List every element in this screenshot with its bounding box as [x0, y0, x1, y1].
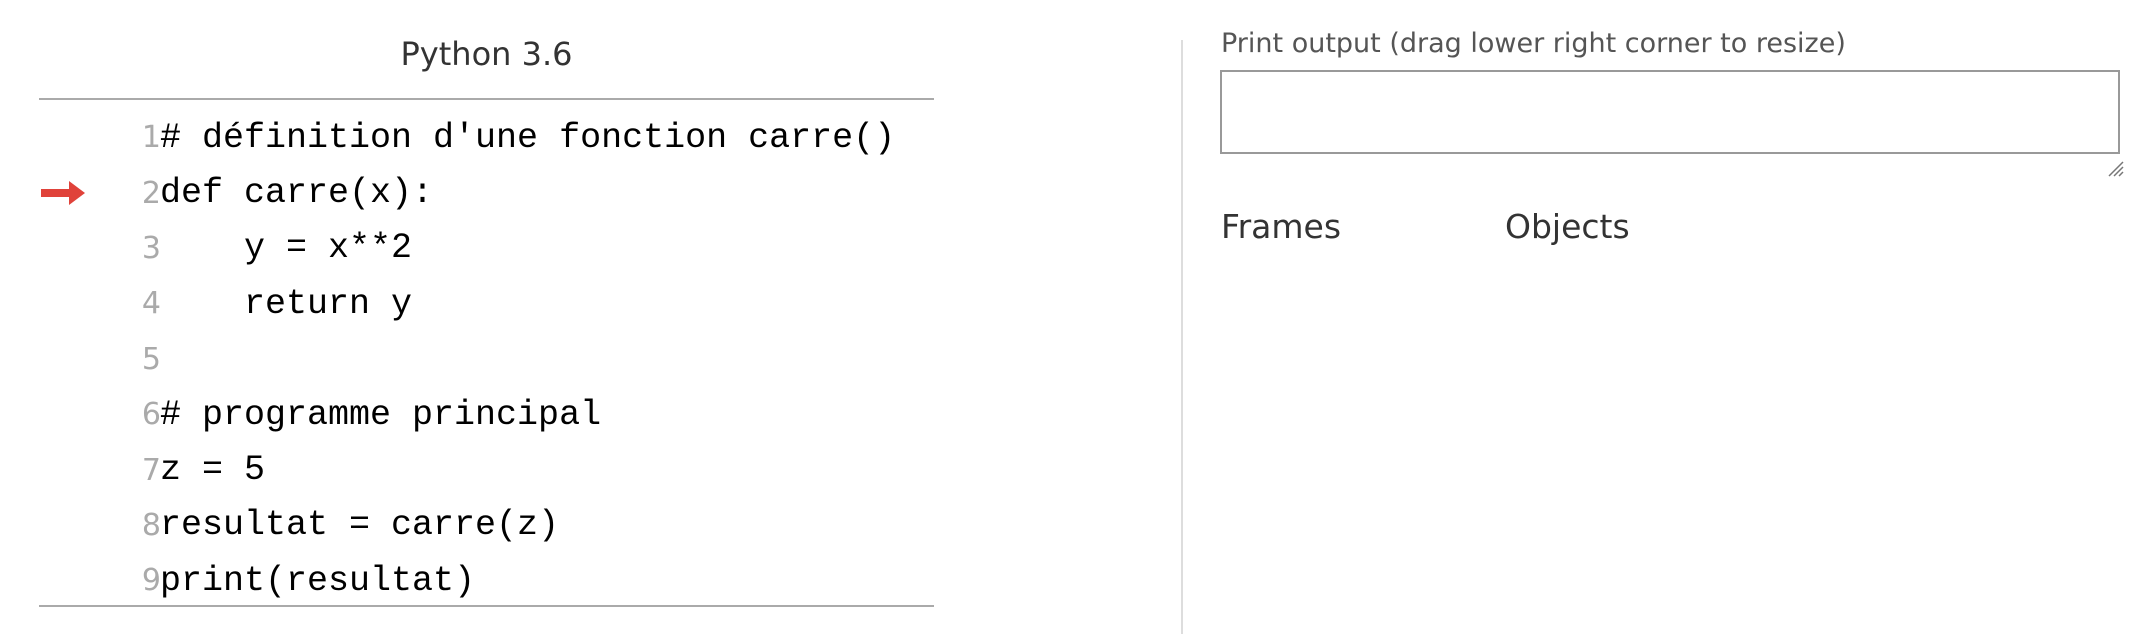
code-line: 5: [39, 332, 934, 387]
output-panel: Print output (drag lower right corner to…: [1220, 0, 2124, 634]
code-line: 6# programme principal: [39, 387, 934, 442]
line-number: 6: [141, 397, 161, 433]
line-number: 9: [141, 563, 161, 599]
code-text: z = 5: [160, 450, 266, 491]
code-bottom-divider: [39, 605, 934, 607]
line-number: 1: [141, 120, 161, 156]
code-text: def carre(x):: [160, 173, 434, 214]
print-output-box[interactable]: [1220, 70, 2120, 154]
line-number: 5: [141, 341, 161, 377]
panel-divider: [1181, 40, 1183, 634]
code-panel: Python 3.6 1# définition d'une fonction …: [39, 0, 934, 634]
code-text: resultat = carre(z): [160, 505, 560, 546]
line-number: 8: [141, 507, 161, 543]
code-line: 3 y = x**2: [39, 221, 934, 276]
code-top-divider: [39, 98, 934, 100]
code-text: print(resultat): [160, 560, 476, 601]
line-number: 2: [141, 175, 161, 211]
line-number: 7: [141, 452, 161, 488]
objects-header: Objects: [1505, 207, 1630, 246]
code-line: 1# définition d'une fonction carre(): [39, 110, 934, 165]
frames-header: Frames: [1221, 207, 1342, 246]
line-number: 4: [141, 286, 161, 322]
current-line-arrow-icon: [41, 181, 85, 206]
language-header: Python 3.6: [400, 35, 573, 73]
code-line: 4 return y: [39, 276, 934, 331]
code-text: # programme principal: [160, 394, 602, 435]
resize-grip-icon[interactable]: [2106, 159, 2124, 177]
code-text: return y: [160, 283, 413, 324]
print-output-label: Print output (drag lower right corner to…: [1221, 28, 1846, 59]
code-text: # définition d'une fonction carre(): [160, 117, 896, 158]
code-text: y = x**2: [160, 228, 413, 269]
line-number: 3: [141, 230, 161, 266]
